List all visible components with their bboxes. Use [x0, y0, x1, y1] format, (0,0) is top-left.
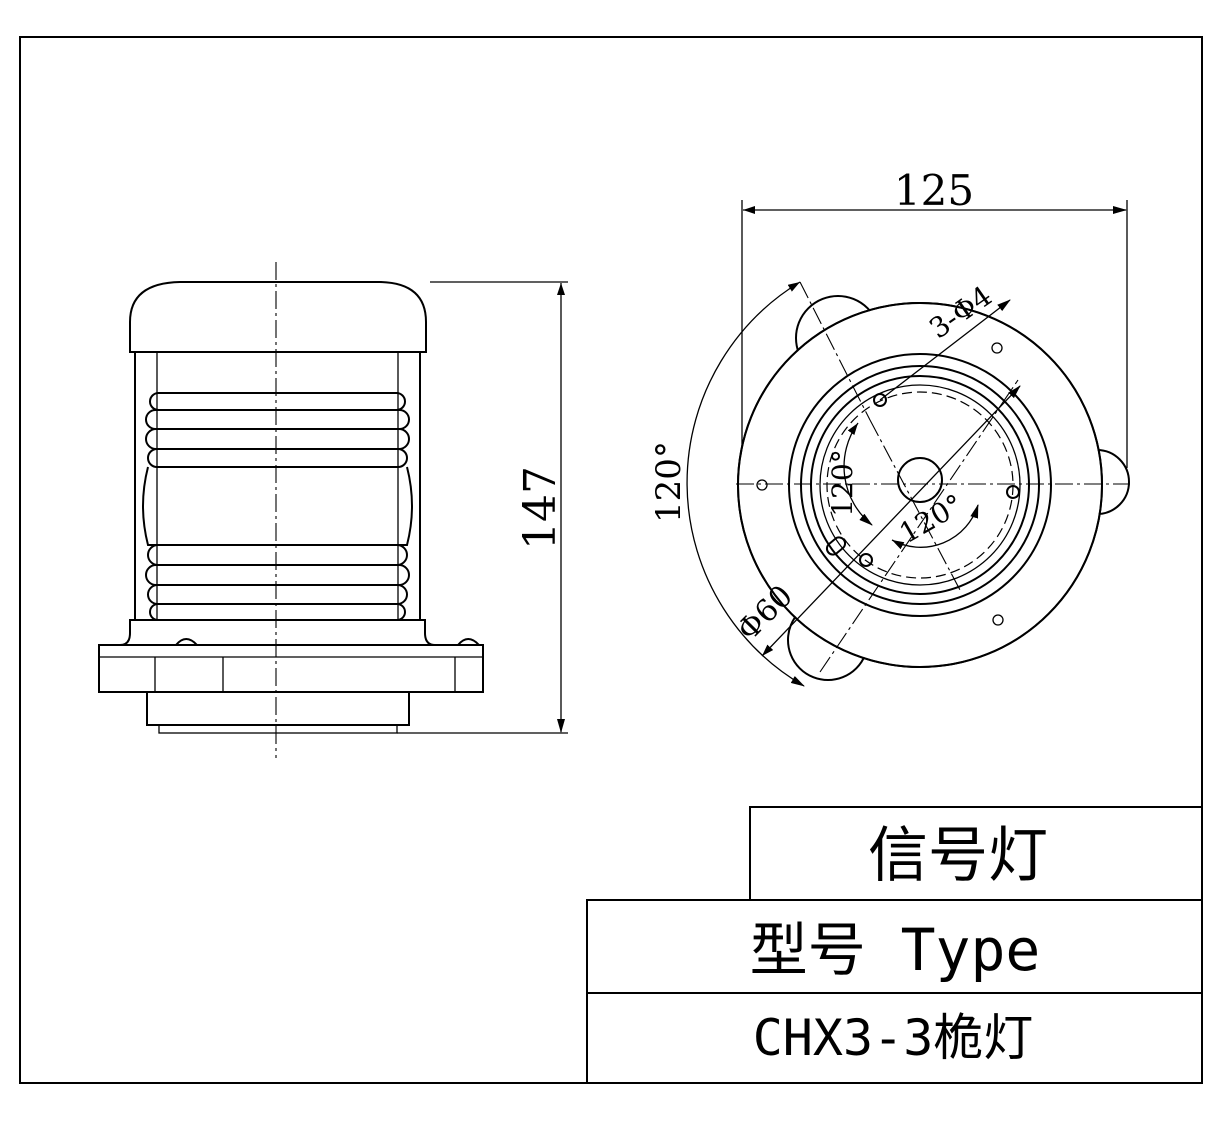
height-dimension-label: 147 [515, 466, 566, 550]
mounting-flange [98, 644, 484, 693]
product-name: 信号灯 [868, 821, 1048, 891]
outer-angle-label: 120° [649, 441, 689, 523]
side-view: 147 [98, 262, 568, 758]
title-block: 信号灯 型号 Type CHX3-3桅灯 [586, 806, 1203, 1084]
width-dimension-label: 125 [894, 166, 974, 215]
top-cap [129, 281, 427, 353]
fixing-hole [991, 342, 1003, 354]
model-number: CHX3-3桅灯 [753, 1009, 1034, 1067]
inner-angle-left-label: 120° [826, 449, 859, 516]
outer-angle-arc [686, 281, 805, 687]
top-view: 125 120° 120° 12 [649, 166, 1130, 687]
lower-lens-rings [145, 544, 410, 621]
upper-lens-rings [145, 392, 410, 468]
lens-bulge [142, 466, 413, 546]
type-label: 型号 Type [750, 916, 1041, 984]
lower-collar [119, 619, 436, 646]
bottom-spigot [146, 691, 410, 726]
